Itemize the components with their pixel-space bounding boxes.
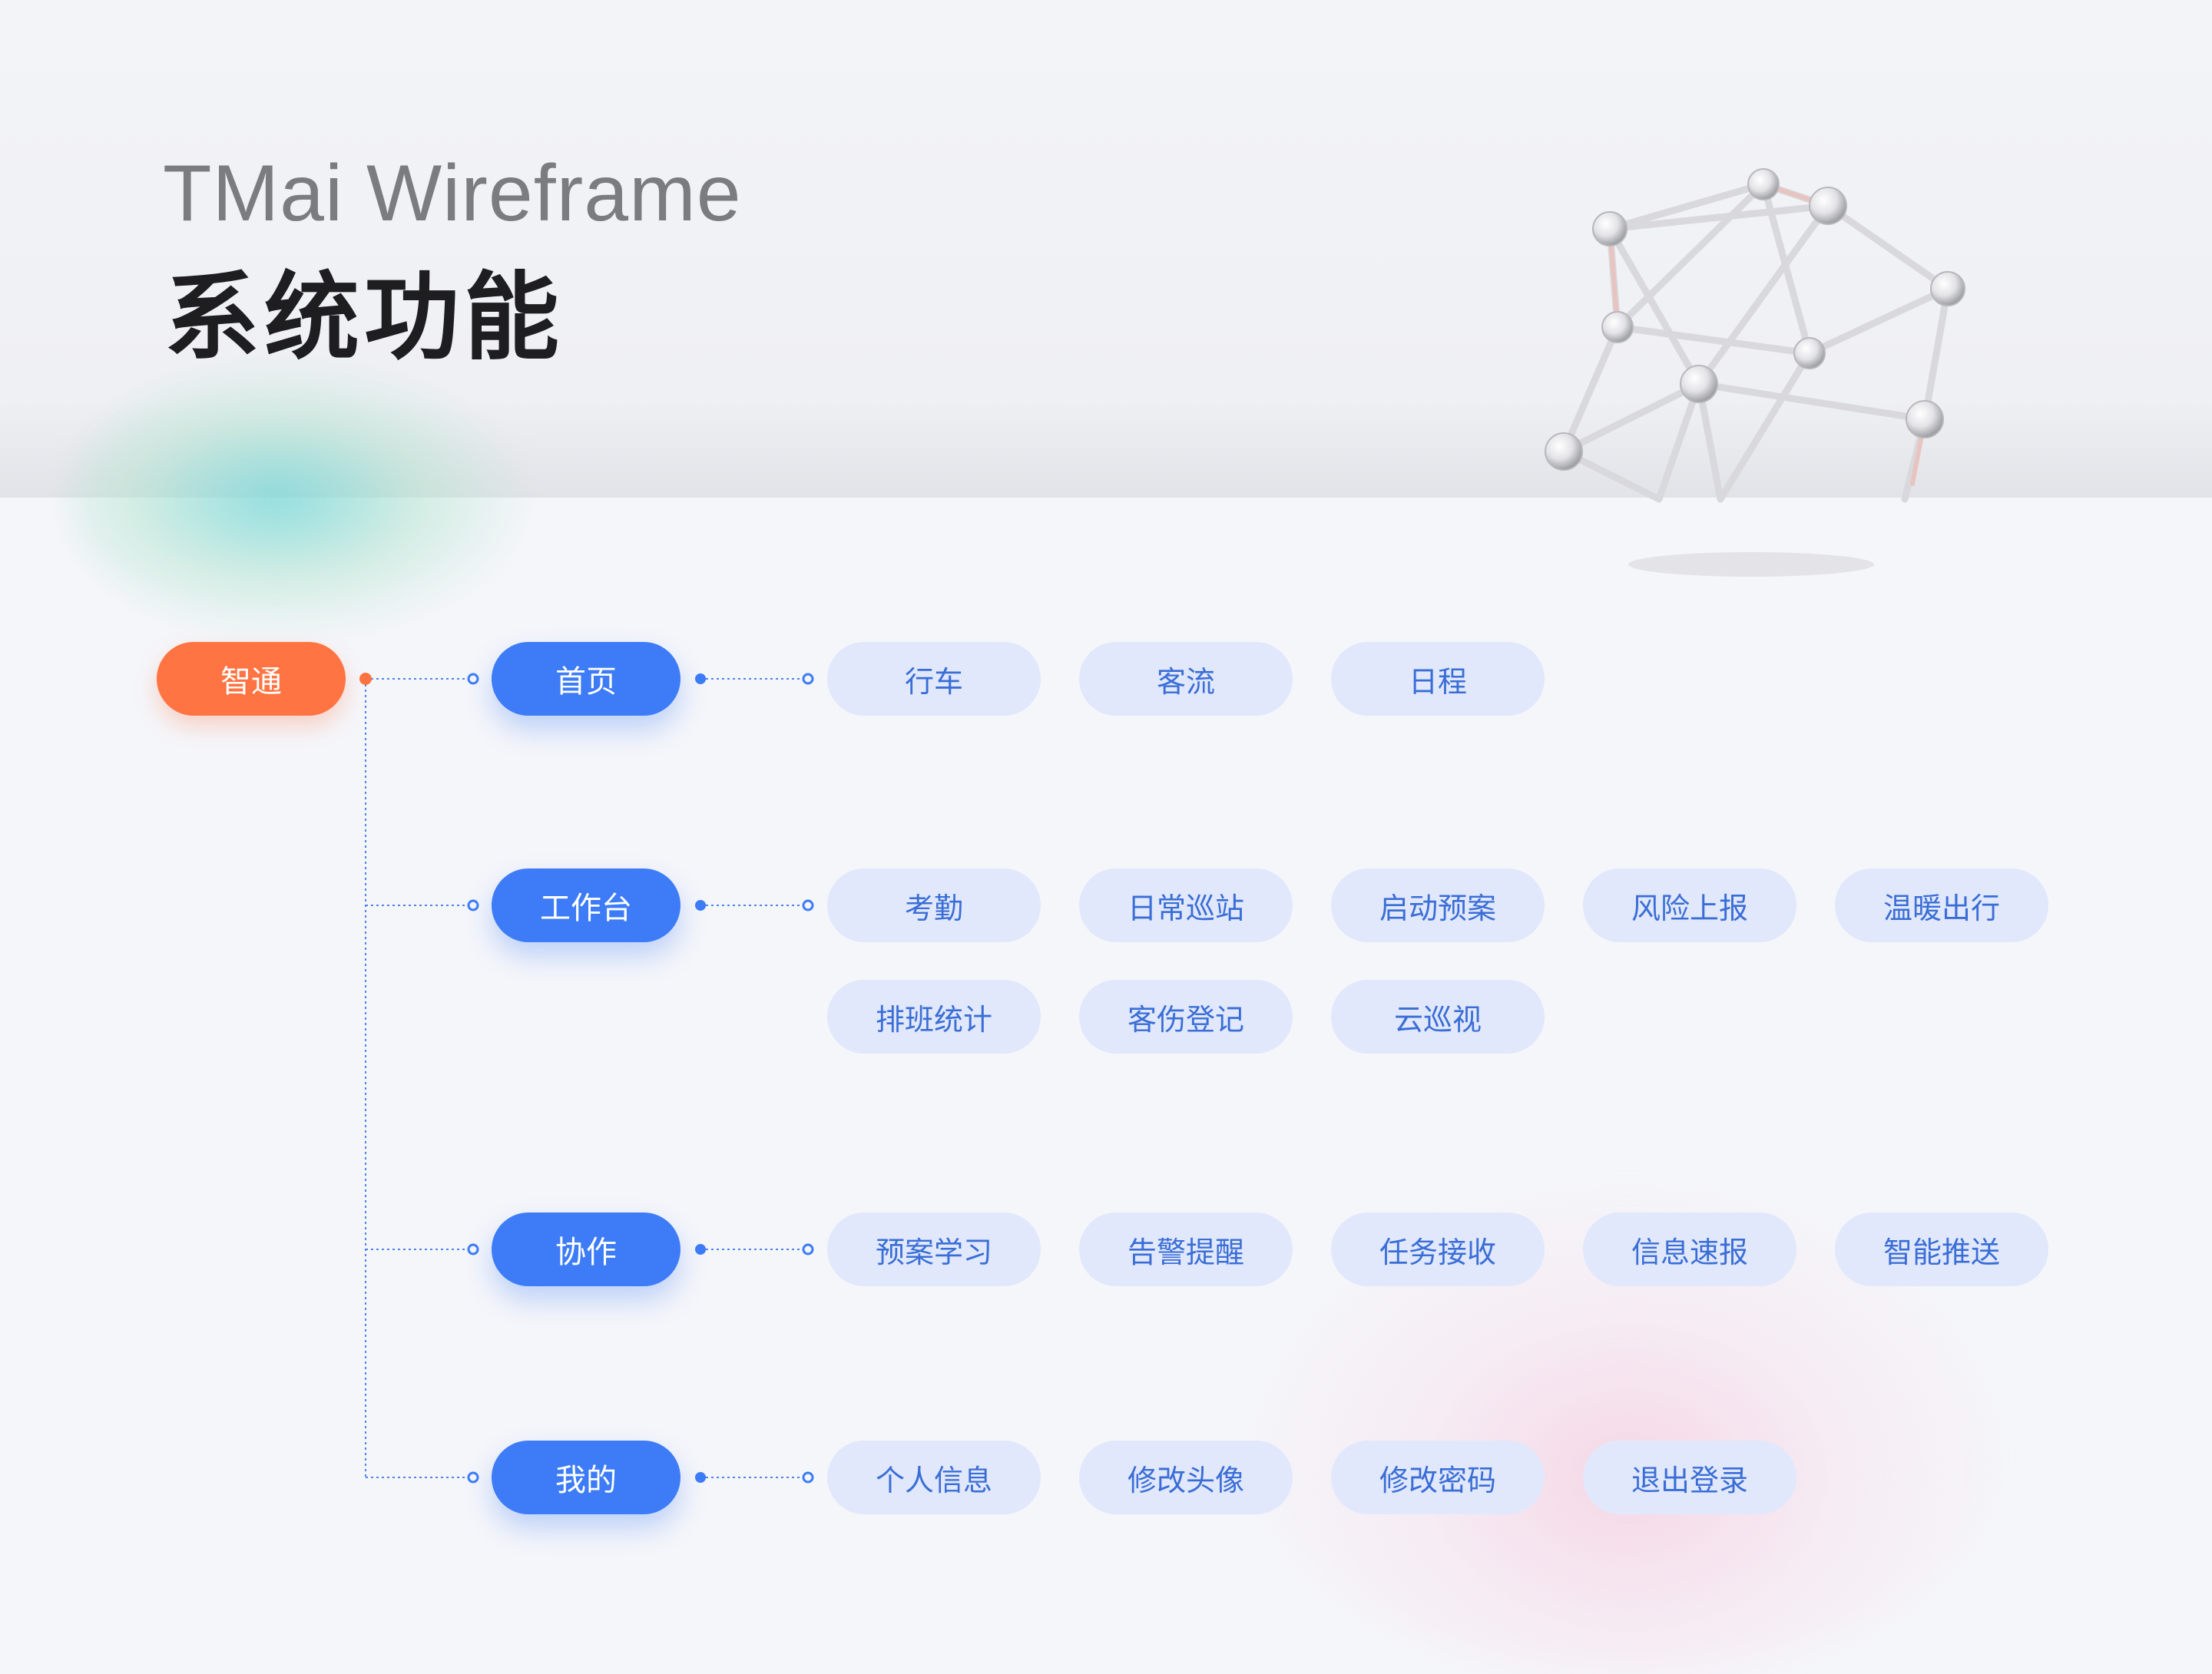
leaf-collab-1[interactable]: 预案学习 bbox=[827, 1212, 1041, 1286]
leaf-workbench-3[interactable]: 启动预案 bbox=[1331, 868, 1545, 942]
leaf-home-1[interactable]: 行车 bbox=[827, 642, 1041, 716]
leaf-workbench-4[interactable]: 风险上报 bbox=[1583, 868, 1796, 942]
leaf-workbench-8[interactable]: 云巡视 bbox=[1331, 980, 1545, 1054]
leaf-collab-2[interactable]: 告警提醒 bbox=[1079, 1212, 1293, 1286]
leaf-collab-4[interactable]: 信息速报 bbox=[1583, 1212, 1796, 1286]
page-title: 系统功能 bbox=[164, 263, 565, 373]
leaf-mine-1[interactable]: 个人信息 bbox=[827, 1441, 1041, 1514]
leaf-home-2[interactable]: 客流 bbox=[1079, 642, 1293, 716]
leaf-workbench-6[interactable]: 排班统计 bbox=[827, 980, 1041, 1054]
category-home[interactable]: 首页 bbox=[492, 642, 680, 716]
leaf-mine-2[interactable]: 修改头像 bbox=[1079, 1441, 1293, 1514]
teal-gradient-blob bbox=[69, 361, 530, 637]
leaf-mine-3[interactable]: 修改密码 bbox=[1331, 1441, 1545, 1514]
leaf-workbench-5[interactable]: 温暖出行 bbox=[1835, 868, 2048, 942]
category-mine[interactable]: 我的 bbox=[492, 1441, 680, 1514]
category-collab[interactable]: 协作 bbox=[492, 1212, 680, 1286]
leaf-workbench-1[interactable]: 考勤 bbox=[827, 868, 1041, 942]
leaf-collab-5[interactable]: 智能推送 bbox=[1835, 1212, 2048, 1286]
root-node[interactable]: 智通 bbox=[157, 642, 346, 716]
brand-title: TMai Wireframe bbox=[163, 149, 742, 238]
leaf-workbench-7[interactable]: 客伤登记 bbox=[1079, 980, 1293, 1054]
leaf-workbench-2[interactable]: 日常巡站 bbox=[1079, 868, 1293, 942]
molecule-icon bbox=[1545, 168, 1965, 577]
category-workbench[interactable]: 工作台 bbox=[492, 868, 680, 942]
leaf-collab-3[interactable]: 任务接收 bbox=[1331, 1212, 1545, 1286]
leaf-home-3[interactable]: 日程 bbox=[1331, 642, 1545, 716]
leaf-mine-4[interactable]: 退出登录 bbox=[1583, 1441, 1796, 1514]
